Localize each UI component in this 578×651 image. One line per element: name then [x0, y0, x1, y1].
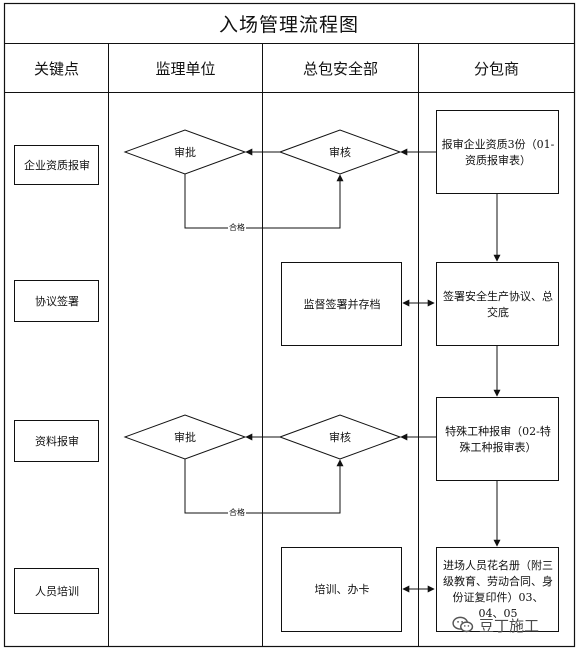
sign-agreement-label: 签署安全生产协议、总交底	[443, 289, 553, 319]
review-2-label: 审核	[329, 431, 351, 444]
pass-label-2: 合格	[228, 508, 246, 518]
watermark-text: 豆丁施工	[479, 616, 540, 635]
column-header-subcontractor: 分包商	[473, 59, 519, 78]
watermark: 豆丁施工	[452, 612, 574, 638]
process-box-sign-agreement	[436, 262, 559, 346]
arrow-pass-loop-1	[184, 174, 344, 229]
review-1-label: 审核	[329, 146, 351, 159]
personnel-roster-label: 进场人员花名册（附三级教育、劳动合同、身份证复印件）03、04、05	[443, 559, 553, 620]
process-box-supervise-archive	[281, 262, 402, 346]
outer-frame	[3, 2, 576, 648]
keypoint-box-documents	[14, 420, 99, 462]
keypoint-box-qualification	[14, 145, 99, 185]
keypoint-box-training	[14, 568, 99, 614]
decision-approve-2	[123, 414, 247, 460]
column-header-supervisor: 监理单位	[155, 59, 216, 78]
qualification-report-label: 报审企业资质3份（01-资质报审表）	[441, 137, 555, 167]
page-title: 入场管理流程图	[218, 13, 359, 36]
keypoint-box-agreement	[14, 280, 99, 322]
approve-2-label: 审批	[174, 431, 196, 444]
wechat-icon	[452, 616, 474, 633]
keypoint-training: 人员培训	[35, 584, 79, 598]
approve-1-label: 审批	[174, 146, 196, 159]
process-box-training-card	[281, 547, 402, 632]
column-header-key-points: 关键点	[33, 59, 79, 78]
decision-approve-1	[123, 129, 247, 175]
process-box-special-worker	[436, 397, 559, 481]
process-box-qualification-report	[436, 110, 559, 194]
decision-review-2	[278, 414, 402, 460]
keypoint-qualification: 企业资质报审	[24, 158, 90, 172]
pass-label-1: 合格	[228, 223, 246, 233]
decision-review-1	[278, 129, 402, 175]
training-card-label: 培训、办卡	[314, 583, 370, 597]
keypoint-documents: 资料报审	[35, 434, 79, 448]
arrow-pass-loop-2	[184, 459, 344, 514]
column-header-gc-safety: 总包安全部	[302, 59, 378, 78]
special-worker-label: 特殊工种报审（02-特殊工种报审表）	[445, 424, 551, 454]
supervise-archive-label: 监督签署并存档	[303, 297, 381, 311]
keypoint-agreement: 协议签署	[35, 294, 79, 308]
